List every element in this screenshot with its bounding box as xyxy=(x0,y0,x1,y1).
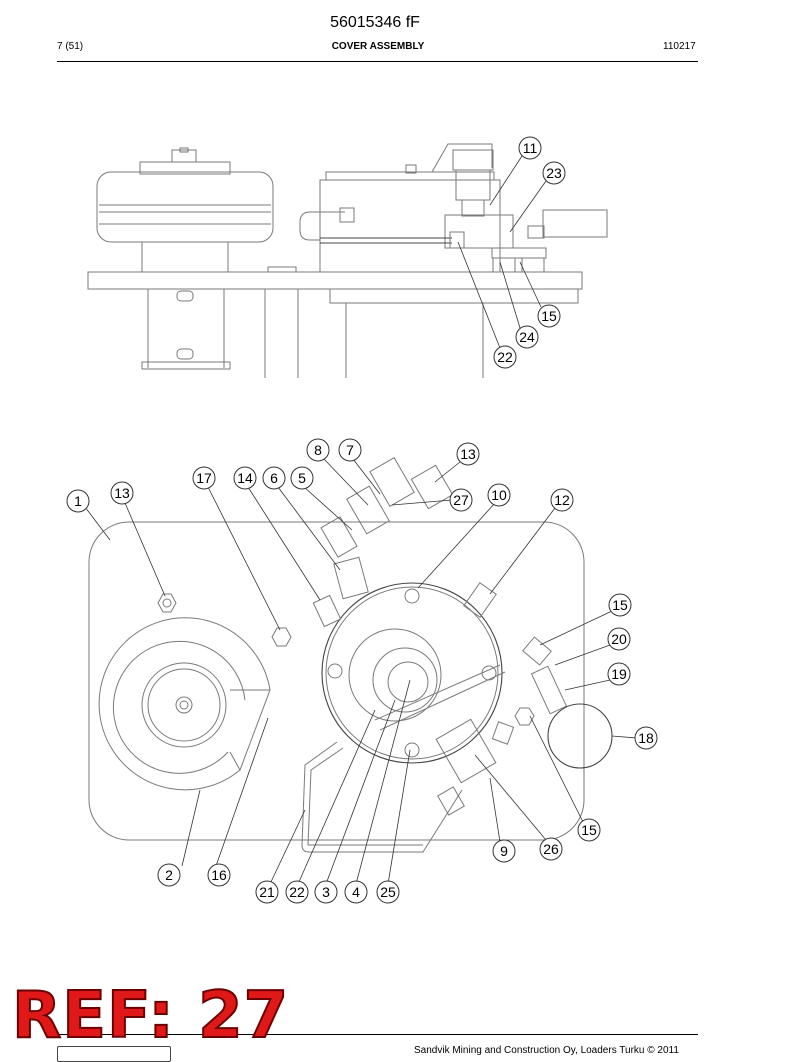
callout-17: 17 xyxy=(192,466,216,490)
ref-badge: REF: 27 xyxy=(11,979,290,1053)
svg-text:10: 10 xyxy=(491,487,507,503)
svg-text:3: 3 xyxy=(322,884,330,900)
callout-8: 8 xyxy=(306,438,330,462)
svg-text:15: 15 xyxy=(541,308,557,324)
svg-text:12: 12 xyxy=(554,492,570,508)
svg-text:4: 4 xyxy=(352,884,360,900)
document-number: 56015346 fF xyxy=(330,14,420,31)
svg-text:24: 24 xyxy=(519,329,535,345)
svg-text:6: 6 xyxy=(270,470,278,486)
svg-text:16: 16 xyxy=(211,867,227,883)
svg-text:15: 15 xyxy=(581,822,597,838)
svg-text:20: 20 xyxy=(611,631,627,647)
callout-22: 22 xyxy=(493,345,517,369)
callout-3: 3 xyxy=(314,880,338,904)
document-title: COVER ASSEMBLY xyxy=(331,41,425,52)
plan-view-drawing xyxy=(88,456,613,853)
callout-15: 15 xyxy=(608,593,632,617)
svg-text:17: 17 xyxy=(196,470,212,486)
callout-14: 14 xyxy=(233,466,257,490)
svg-text:23: 23 xyxy=(546,165,562,181)
svg-text:8: 8 xyxy=(314,442,322,458)
callout-2: 2 xyxy=(157,863,181,887)
svg-text:26: 26 xyxy=(543,841,559,857)
copyright-text: Sandvik Mining and Construction Oy, Load… xyxy=(414,1045,679,1056)
svg-text:25: 25 xyxy=(380,884,396,900)
svg-text:14: 14 xyxy=(237,470,253,486)
callout-23: 23 xyxy=(542,161,566,185)
callout-22: 22 xyxy=(285,880,309,904)
header-rule xyxy=(57,61,698,62)
footer-rule xyxy=(57,1034,698,1035)
svg-text:1: 1 xyxy=(74,493,82,509)
svg-text:21: 21 xyxy=(259,884,275,900)
callout-19: 19 xyxy=(607,662,631,686)
svg-text:19: 19 xyxy=(611,666,627,682)
svg-text:18: 18 xyxy=(638,730,654,746)
callout-15: 15 xyxy=(537,304,561,328)
svg-text:5: 5 xyxy=(298,470,306,486)
callout-21: 21 xyxy=(255,880,279,904)
svg-text:27: 27 xyxy=(453,492,469,508)
callout-6: 6 xyxy=(262,466,286,490)
callout-7: 7 xyxy=(338,438,362,462)
callout-5: 5 xyxy=(290,466,314,490)
callout-24: 24 xyxy=(515,325,539,349)
svg-text:13: 13 xyxy=(114,485,130,501)
svg-text:11: 11 xyxy=(523,140,538,156)
callout-11: 11 xyxy=(518,136,542,160)
callout-10: 10 xyxy=(487,483,511,507)
svg-text:13: 13 xyxy=(460,446,476,462)
callout-20: 20 xyxy=(607,627,631,651)
document-date: 110217 xyxy=(663,41,696,52)
callout-12: 12 xyxy=(550,488,574,512)
callout-27: 27 xyxy=(449,488,473,512)
callout-18: 18 xyxy=(634,726,658,750)
svg-text:15: 15 xyxy=(612,597,628,613)
callout-25: 25 xyxy=(376,880,400,904)
svg-text:7: 7 xyxy=(346,442,354,458)
callout-26: 26 xyxy=(539,837,563,861)
callout-1: 1 xyxy=(66,489,90,513)
svg-text:9: 9 xyxy=(500,843,508,859)
callout-15: 15 xyxy=(577,818,601,842)
leader-lines xyxy=(84,155,638,885)
callout-16: 16 xyxy=(207,863,231,887)
svg-text:2: 2 xyxy=(165,867,173,883)
callout-13: 13 xyxy=(456,442,480,466)
svg-text:22: 22 xyxy=(497,349,513,365)
callout-9: 9 xyxy=(492,839,516,863)
callout-4: 4 xyxy=(344,880,368,904)
page-number: 7 (51) xyxy=(57,41,84,52)
callout-13: 13 xyxy=(110,481,134,505)
side-view-drawing xyxy=(87,143,608,378)
svg-text:22: 22 xyxy=(289,884,305,900)
